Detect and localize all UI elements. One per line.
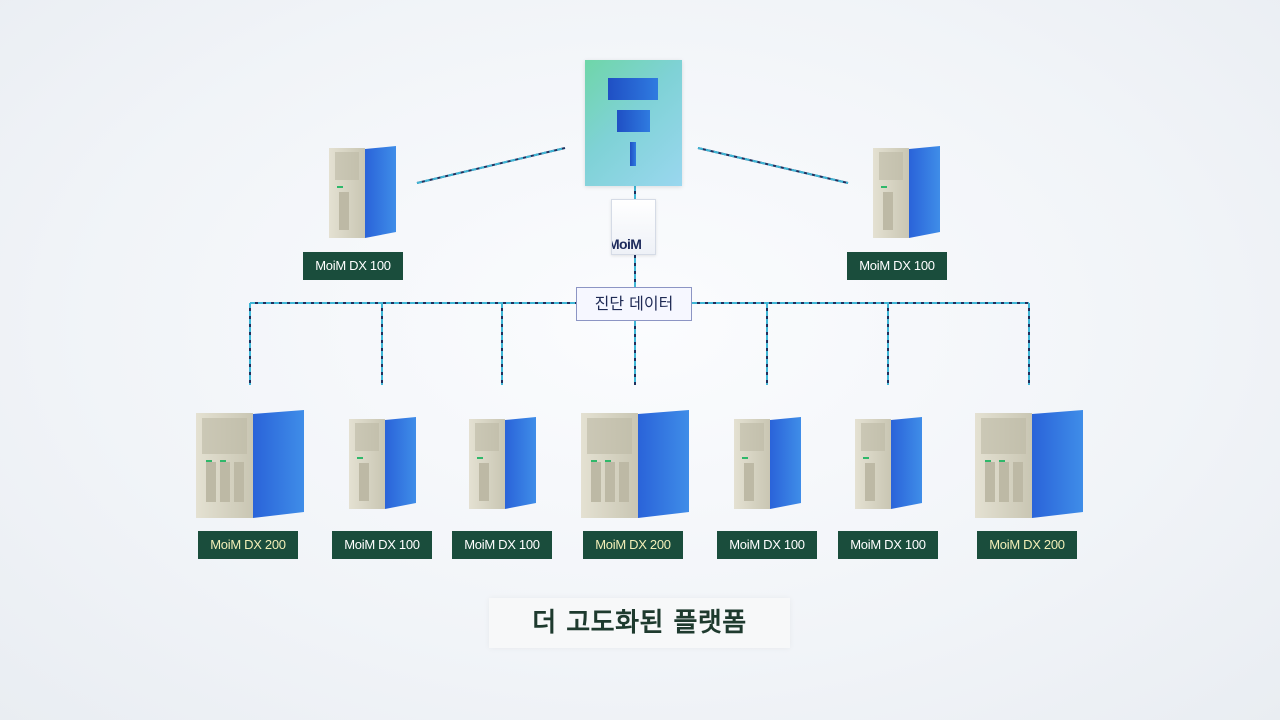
bottom-server-label-6: MoiM DX 200 — [977, 531, 1077, 559]
top-server-label-0: MoiM DX 100 — [303, 252, 403, 280]
bottom-server-2 — [468, 417, 536, 509]
bottom-server-4 — [733, 417, 801, 509]
bottom-server-label-3: MoiM DX 200 — [583, 531, 683, 559]
top-server-1 — [872, 146, 940, 238]
bottom-server-6 — [975, 410, 1083, 518]
link-right-top — [697, 147, 849, 184]
tower-server-icon — [872, 146, 940, 238]
tower-server-icon — [468, 417, 536, 509]
hub-badge-text: MoiM — [611, 236, 642, 252]
top-server-0 — [328, 146, 396, 238]
diagnostic-data-label: 진단 데이터 — [576, 287, 692, 321]
tower-server-icon — [196, 410, 304, 518]
tower-server-icon — [733, 417, 801, 509]
central-platform-icon — [585, 60, 682, 186]
tower-server-icon — [328, 146, 396, 238]
tower-server-icon — [975, 410, 1083, 518]
bottom-server-label-2: MoiM DX 100 — [452, 531, 552, 559]
link-left-top — [416, 147, 566, 184]
bottom-server-0 — [196, 410, 304, 518]
bottom-server-1 — [348, 417, 416, 509]
tower-server-icon — [854, 417, 922, 509]
bottom-server-label-0: MoiM DX 200 — [198, 531, 298, 559]
hub-badge: MoiM — [611, 199, 656, 255]
bottom-server-3 — [581, 410, 689, 518]
tower-server-icon — [581, 410, 689, 518]
bottom-server-5 — [854, 417, 922, 509]
bottom-server-label-1: MoiM DX 100 — [332, 531, 432, 559]
bottom-server-label-5: MoiM DX 100 — [838, 531, 938, 559]
tower-server-icon — [348, 417, 416, 509]
top-server-label-1: MoiM DX 100 — [847, 252, 947, 280]
caption: 더 고도화된 플랫폼 — [489, 598, 790, 648]
bottom-server-label-4: MoiM DX 100 — [717, 531, 817, 559]
